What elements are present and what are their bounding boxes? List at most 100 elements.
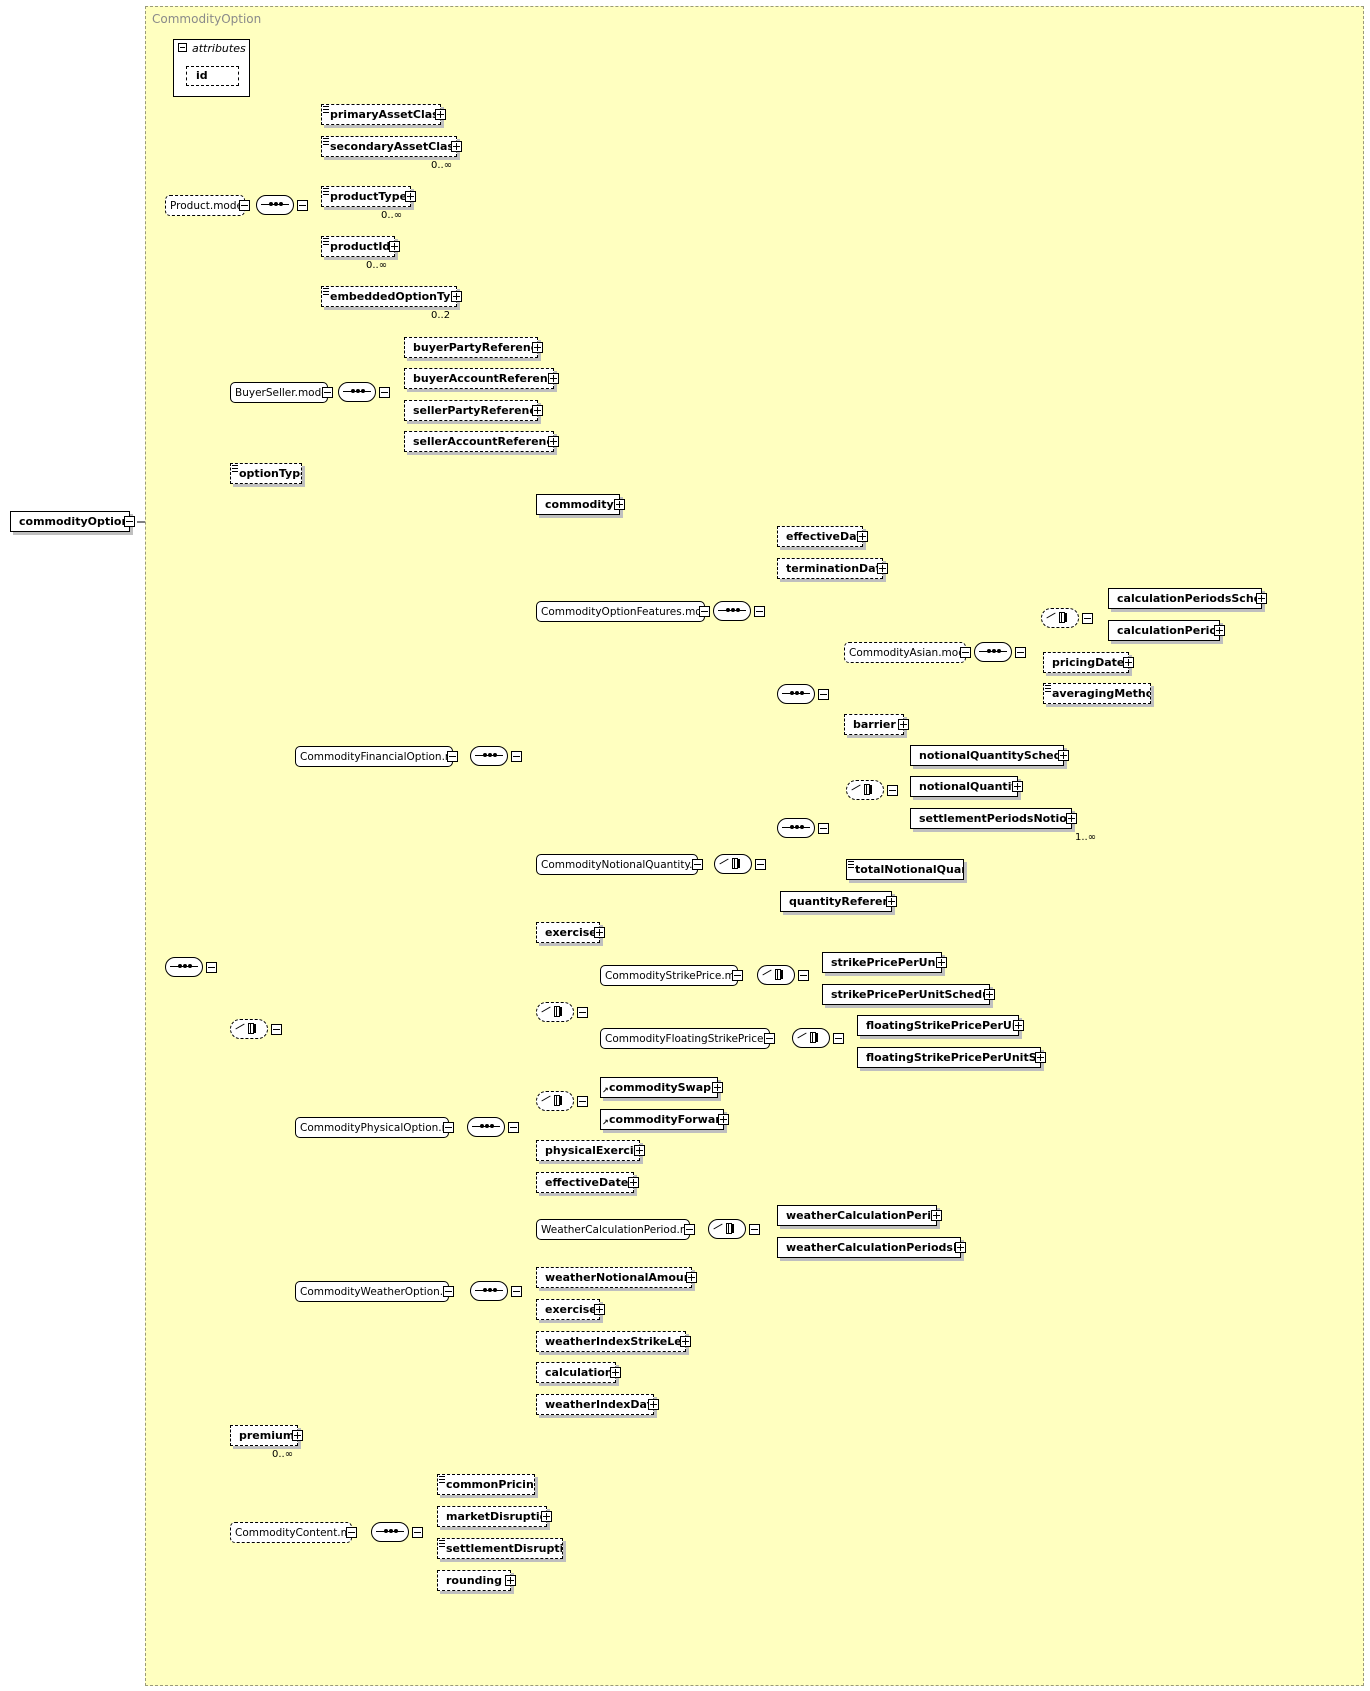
element-floating-strike-price-per-unit[interactable]: floatingStrikePricePerUnit [857,1015,1019,1036]
expand-icon[interactable] [680,1336,691,1347]
expand-icon[interactable] [1214,625,1225,636]
expand-icon[interactable] [548,436,559,447]
element-termination-date[interactable]: terminationDate [777,558,883,579]
element-buyer-account-reference[interactable]: buyerAccountReference [404,368,554,389]
element-settlement-periods-notional-qua[interactable]: settlementPeriodsNotionalQua... [910,808,1072,829]
attribute-id[interactable]: id [186,66,239,86]
collapse-icon[interactable] [297,200,308,211]
group-weather-calculation-period-model[interactable]: WeatherCalculationPeriod.model [536,1219,690,1240]
element-quantity-reference[interactable]: quantityReference [780,891,892,912]
expand-icon[interactable] [405,191,416,202]
element-barrier[interactable]: barrier [844,714,904,735]
group-commodity-content-model[interactable]: CommodityContent.model [230,1522,352,1543]
group-commodity-option-features-model[interactable]: CommodityOptionFeatures.model [536,601,705,622]
expand-icon[interactable] [648,1399,659,1410]
collapse-icon[interactable] [1082,613,1093,624]
expand-icon[interactable] [936,957,947,968]
expand-icon[interactable] [1256,593,1267,604]
expand-icon[interactable] [877,563,888,574]
element-seller-party-reference[interactable]: sellerPartyReference [404,400,538,421]
sequence-compositor-icon[interactable] [713,601,751,621]
element-commodity[interactable]: commodity [536,494,620,515]
expand-icon[interactable] [931,1210,942,1221]
sequence-compositor-icon[interactable] [777,684,815,704]
expand-icon[interactable] [1035,1052,1046,1063]
collapse-icon[interactable] [511,1286,522,1297]
sequence-compositor-icon[interactable] [470,746,508,766]
element-option-type[interactable]: optionType [230,463,302,484]
group-commodity-physical-option-model[interactable]: CommodityPhysicalOption.model [295,1117,449,1138]
expand-icon[interactable] [718,1114,729,1125]
collapse-icon[interactable] [508,1122,519,1133]
expand-icon[interactable] [451,141,462,152]
collapse-icon[interactable] [239,200,250,211]
element-pricing-dates[interactable]: pricingDates [1043,652,1129,673]
element-strike-price-per-unit[interactable]: strikePricePerUnit [822,952,942,973]
sequence-compositor-icon[interactable] [974,642,1012,662]
collapse-icon[interactable] [511,751,522,762]
expand-icon[interactable] [686,1272,697,1283]
element-exercise[interactable]: exercise [536,1299,600,1320]
collapse-icon[interactable] [271,1024,282,1035]
choice-compositor-icon[interactable] [757,965,795,985]
group-commodity-weather-option-model[interactable]: CommodityWeatherOption.model [295,1281,449,1302]
collapse-icon[interactable] [346,1527,357,1538]
collapse-icon[interactable] [412,1527,423,1538]
element-buyer-party-reference[interactable]: buyerPartyReference [404,337,538,358]
sequence-compositor-icon[interactable] [165,957,203,977]
attributes-collapse-icon[interactable] [178,43,187,52]
sequence-compositor-icon[interactable] [371,1522,409,1542]
element-rounding[interactable]: rounding [437,1570,511,1591]
collapse-icon[interactable] [577,1007,588,1018]
element-effective-date[interactable]: effectiveDate [777,526,863,547]
expand-icon[interactable] [610,1367,621,1378]
element-calculation[interactable]: calculation [536,1362,616,1383]
expand-icon[interactable] [628,1177,639,1188]
choice-compositor-icon[interactable] [536,1091,574,1111]
expand-icon[interactable] [292,1430,303,1441]
collapse-icon[interactable] [322,387,333,398]
expand-icon[interactable] [451,291,462,302]
expand-icon[interactable] [594,927,605,938]
sequence-compositor-icon[interactable] [777,818,815,838]
element-weather-calculation-periods[interactable]: weatherCalculationPeriods [777,1205,937,1226]
element-floating-strike-price-per-unit-sche[interactable]: floatingStrikePricePerUnitSche... [857,1047,1041,1068]
choice-compositor-icon[interactable] [792,1028,830,1048]
element-secondary-asset-class[interactable]: secondaryAssetClass [321,136,457,157]
element-weather-index-strike-level[interactable]: weatherIndexStrikeLevel [536,1331,686,1352]
expand-icon[interactable] [435,109,446,120]
expand-icon[interactable] [389,241,400,252]
group-commodity-notional-quantity-model[interactable]: CommodityNotionalQuantity.model [536,854,698,875]
choice-compositor-icon[interactable] [714,854,752,874]
collapse-icon[interactable] [887,785,898,796]
collapse-icon[interactable] [379,387,390,398]
choice-compositor-icon[interactable] [536,1002,574,1022]
element-premium[interactable]: premium [230,1425,298,1446]
collapse-icon[interactable] [818,823,829,834]
element-physical-exercise[interactable]: physicalExercise [536,1140,640,1161]
expand-icon[interactable] [532,342,543,353]
expand-icon[interactable] [1066,813,1077,824]
element-common-pricing[interactable]: commonPricing [437,1474,535,1495]
element-weather-notional-amount[interactable]: weatherNotionalAmount [536,1267,692,1288]
collapse-icon[interactable] [755,859,766,870]
expand-icon[interactable] [548,373,559,384]
element-weather-index-data[interactable]: weatherIndexData [536,1394,654,1415]
collapse-icon[interactable] [206,962,217,973]
sequence-compositor-icon[interactable] [338,382,376,402]
expand-icon[interactable] [898,719,909,730]
element-product-id[interactable]: productId [321,236,395,257]
element-notional-quantity[interactable]: notionalQuantity [910,776,1018,797]
choice-compositor-icon[interactable] [230,1019,268,1039]
expand-icon[interactable] [1013,1020,1024,1031]
collapse-icon[interactable] [818,689,829,700]
expand-icon[interactable] [984,989,995,1000]
collapse-icon[interactable] [443,1122,454,1133]
group-commodity-asian-model[interactable]: CommodityAsian.model [844,642,966,663]
expand-icon[interactable] [532,405,543,416]
group-product-model[interactable]: Product.model [165,195,245,216]
element-averaging-method[interactable]: averagingMethod [1043,683,1151,704]
collapse-icon[interactable] [577,1096,588,1107]
element-total-notional-quantity[interactable]: totalNotionalQuantity [846,859,964,880]
collapse-icon[interactable] [443,1286,454,1297]
